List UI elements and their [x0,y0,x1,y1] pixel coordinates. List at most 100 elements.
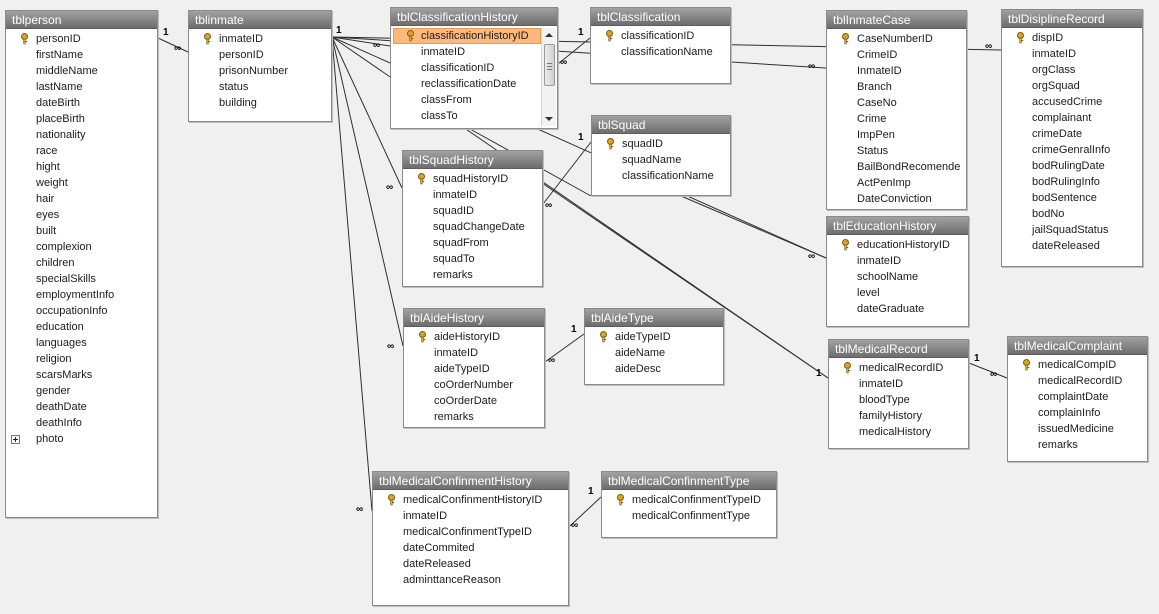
field-CaseNumberID[interactable]: CaseNumberID [827,31,966,47]
field-inmateID[interactable]: inmateID [857,255,902,267]
relationship-line-aide-type-aide-history[interactable] [544,333,585,363]
field-deathDate[interactable]: deathDate [36,401,87,413]
field-religion[interactable]: religion [36,353,72,365]
table-title-tblAideHistory[interactable]: tblAideHistory [404,309,544,327]
scroll-down-arrow-icon[interactable] [542,112,556,126]
field-accusedCrime[interactable]: accusedCrime [1032,96,1103,108]
field-specialSkills[interactable]: specialSkills [36,273,96,285]
relationship-line-medical-confinment-type-history[interactable] [569,496,602,527]
field-inmateID[interactable]: inmateID [433,189,478,201]
table-tblClassification[interactable]: tblClassification classificationID class… [590,7,731,84]
field-employmentInfo[interactable]: employmentInfo [36,289,115,301]
field-crimeGenralInfo[interactable]: crimeGenralInfo [1032,144,1111,156]
field-dispID[interactable]: dispID [1002,30,1142,46]
table-tblEducationHistory[interactable]: tblEducationHistory educationHistoryID i… [826,216,969,327]
field-list-scrollbar[interactable] [541,28,556,126]
relationship-line-inmate-classification-history[interactable] [331,36,391,47]
field-aideHistoryID[interactable]: aideHistoryID [404,329,544,345]
field-squadChangeDate[interactable]: squadChangeDate [433,221,525,233]
table-title-tblClassificationHistory[interactable]: tblClassificationHistory [391,8,557,26]
field-prisonNumber[interactable]: prisonNumber [219,65,289,77]
table-title-tblinmate[interactable]: tblinmate [189,11,331,29]
field-Crime[interactable]: Crime [857,113,887,125]
table-title-tblClassification[interactable]: tblClassification [591,8,730,26]
field-coOrderNumber[interactable]: coOrderNumber [434,379,513,391]
field-level[interactable]: level [857,287,880,299]
field-aideName[interactable]: aideName [615,347,666,359]
scroll-thumb[interactable] [544,44,555,86]
field-InmateID[interactable]: InmateID [857,65,902,77]
field-ActPenImp[interactable]: ActPenImp [857,177,911,189]
field-medicalHistory[interactable]: medicalHistory [859,426,932,438]
table-title-tblMedicalConfinmentHistory[interactable]: tblMedicalConfinmentHistory [373,472,568,490]
field-children[interactable]: children [36,257,75,269]
field-lastName[interactable]: lastName [36,81,83,93]
relationship-line-squad-education-history[interactable] [680,195,827,259]
table-tblperson[interactable]: tblperson personID firstName middleName … [5,10,158,518]
field-gender[interactable]: gender [36,385,71,397]
table-tblInmateCase[interactable]: tblInmateCase CaseNumberID CrimeID Inmat… [826,10,967,210]
field-complainInfo[interactable]: complainInfo [1038,407,1101,419]
table-tblDisiplineRecord[interactable]: tblDisiplineRecord dispID inmateID orgCl… [1001,9,1143,267]
field-dateBirth[interactable]: dateBirth [36,97,81,109]
field-squadID[interactable]: squadID [592,136,730,152]
field-remarks[interactable]: remarks [1038,439,1078,451]
field-bodNo[interactable]: bodNo [1032,208,1065,220]
field-inmateID[interactable]: inmateID [189,31,331,47]
field-classificationName[interactable]: classificationName [621,46,713,58]
field-hair[interactable]: hair [36,193,55,205]
field-complaintDate[interactable]: complaintDate [1038,391,1109,403]
field-issuedMedicine[interactable]: issuedMedicine [1038,423,1114,435]
field-status[interactable]: status [219,81,249,93]
field-scarsMarks[interactable]: scarsMarks [36,369,93,381]
field-medicalConfinmentTypeID[interactable]: medicalConfinmentTypeID [403,526,533,538]
field-personID[interactable]: personID [219,49,264,61]
field-dateReleased[interactable]: dateReleased [403,558,471,570]
table-tblSquad[interactable]: tblSquad squadID squadName classificatio… [591,115,731,196]
field-ImpPen[interactable]: ImpPen [857,129,895,141]
field-Status[interactable]: Status [857,145,889,157]
table-tblMedicalComplaint[interactable]: tblMedicalComplaint medicalCompID medica… [1007,336,1148,462]
field-familyHistory[interactable]: familyHistory [859,410,922,422]
field-inmateID[interactable]: inmateID [1032,48,1077,60]
field-remarks[interactable]: remarks [434,411,474,423]
table-title-tblSquadHistory[interactable]: tblSquadHistory [403,151,542,169]
field-medicalRecordID[interactable]: medicalRecordID [1038,375,1123,387]
field-coOrderDate[interactable]: coOrderDate [434,395,497,407]
table-title-tblAideType[interactable]: tblAideType [585,309,723,327]
scroll-up-arrow-icon[interactable] [542,28,556,42]
field-aideDesc[interactable]: aideDesc [615,363,661,375]
field-classificationID[interactable]: classificationID [421,62,495,74]
field-weight[interactable]: weight [36,177,68,189]
field-complexion[interactable]: complexion [36,241,92,253]
table-title-tblSquad[interactable]: tblSquad [592,116,730,134]
field-medicalConfinmentType[interactable]: medicalConfinmentType [632,510,751,522]
field-occupationInfo[interactable]: occupationInfo [36,305,108,317]
field-placeBirth[interactable]: placeBirth [36,113,85,125]
field-education[interactable]: education [36,321,84,333]
field-classFrom[interactable]: classFrom [421,94,472,106]
table-title-tblEducationHistory[interactable]: tblEducationHistory [827,217,968,235]
field-bodSentence[interactable]: bodSentence [1032,192,1097,204]
field-squadTo[interactable]: squadTo [433,253,475,265]
field-orgClass[interactable]: orgClass [1032,64,1076,76]
field-medicalCompID[interactable]: medicalCompID [1008,357,1147,373]
field-dateReleased[interactable]: dateReleased [1032,240,1100,252]
table-tblinmate[interactable]: tblinmate inmateID personID prisonNumber… [188,10,332,122]
field-medicalRecordID[interactable]: medicalRecordID [829,360,968,376]
field-CaseNo[interactable]: CaseNo [857,97,897,109]
field-nationality[interactable]: nationality [36,129,86,141]
field-deathInfo[interactable]: deathInfo [36,417,82,429]
field-inmateID[interactable]: inmateID [434,347,479,359]
field-Branch[interactable]: Branch [857,81,892,93]
field-firstName[interactable]: firstName [36,49,84,61]
relationship-line-inmate-medical-confinment-history[interactable] [331,36,373,512]
field-remarks[interactable]: remarks [433,269,473,281]
field-squadID[interactable]: squadID [433,205,474,217]
field-dateGraduate[interactable]: dateGraduate [857,303,925,315]
field-CrimeID[interactable]: CrimeID [857,49,898,61]
field-squadFrom[interactable]: squadFrom [433,237,489,249]
field-inmateID[interactable]: inmateID [859,378,904,390]
table-title-tblMedicalComplaint[interactable]: tblMedicalComplaint [1008,337,1147,355]
relationship-line-squad-squad-history[interactable] [542,141,592,205]
